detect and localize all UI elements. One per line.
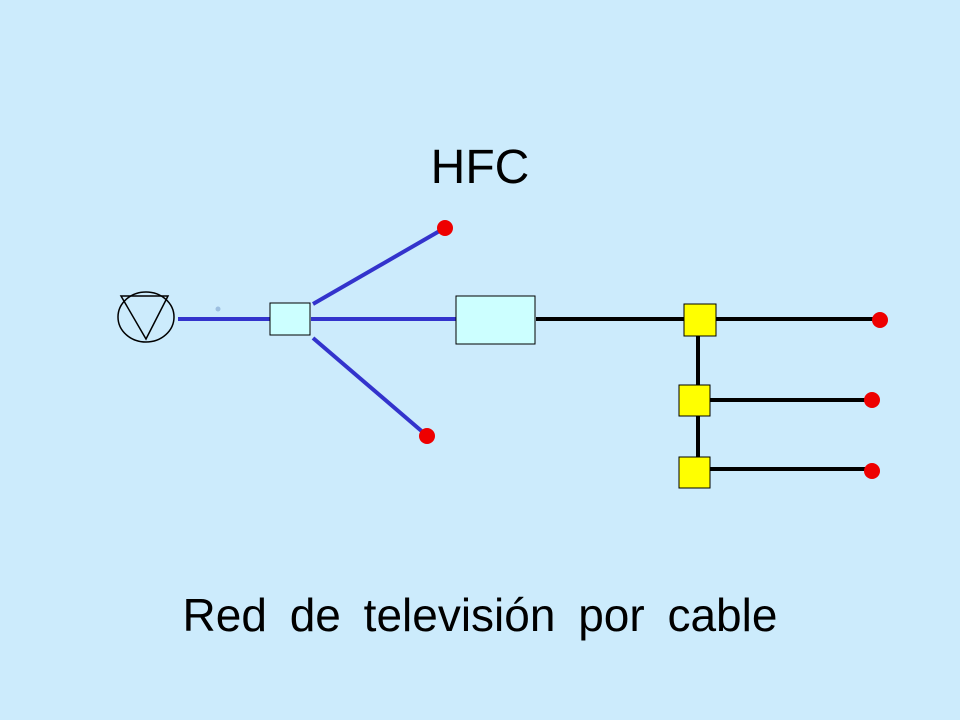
endpoints xyxy=(419,220,888,479)
triangle-in-circle-icon xyxy=(117,291,175,343)
small-dot-marker xyxy=(215,306,221,312)
tap-box-1 xyxy=(683,303,717,337)
optical-splitter-box xyxy=(269,302,311,336)
tap-box-2 xyxy=(678,384,711,417)
fiber-links xyxy=(178,227,456,436)
endpoint-dot-coax-2 xyxy=(864,392,880,408)
tap-box-3 xyxy=(678,456,711,489)
optical-node-box xyxy=(455,295,536,345)
diagram-caption: Red de televisión por cable xyxy=(182,589,778,641)
endpoint-dot-fiber-up xyxy=(437,220,453,236)
endpoint-dot-coax-3 xyxy=(864,463,880,479)
diagram-title: HFC xyxy=(430,141,530,194)
fiber-link-branch-down xyxy=(311,336,427,436)
endpoint-dot-coax-1 xyxy=(872,312,888,328)
fiber-link-branch-up xyxy=(312,227,444,306)
coax-links xyxy=(536,317,878,471)
endpoint-dot-fiber-down xyxy=(419,428,435,444)
